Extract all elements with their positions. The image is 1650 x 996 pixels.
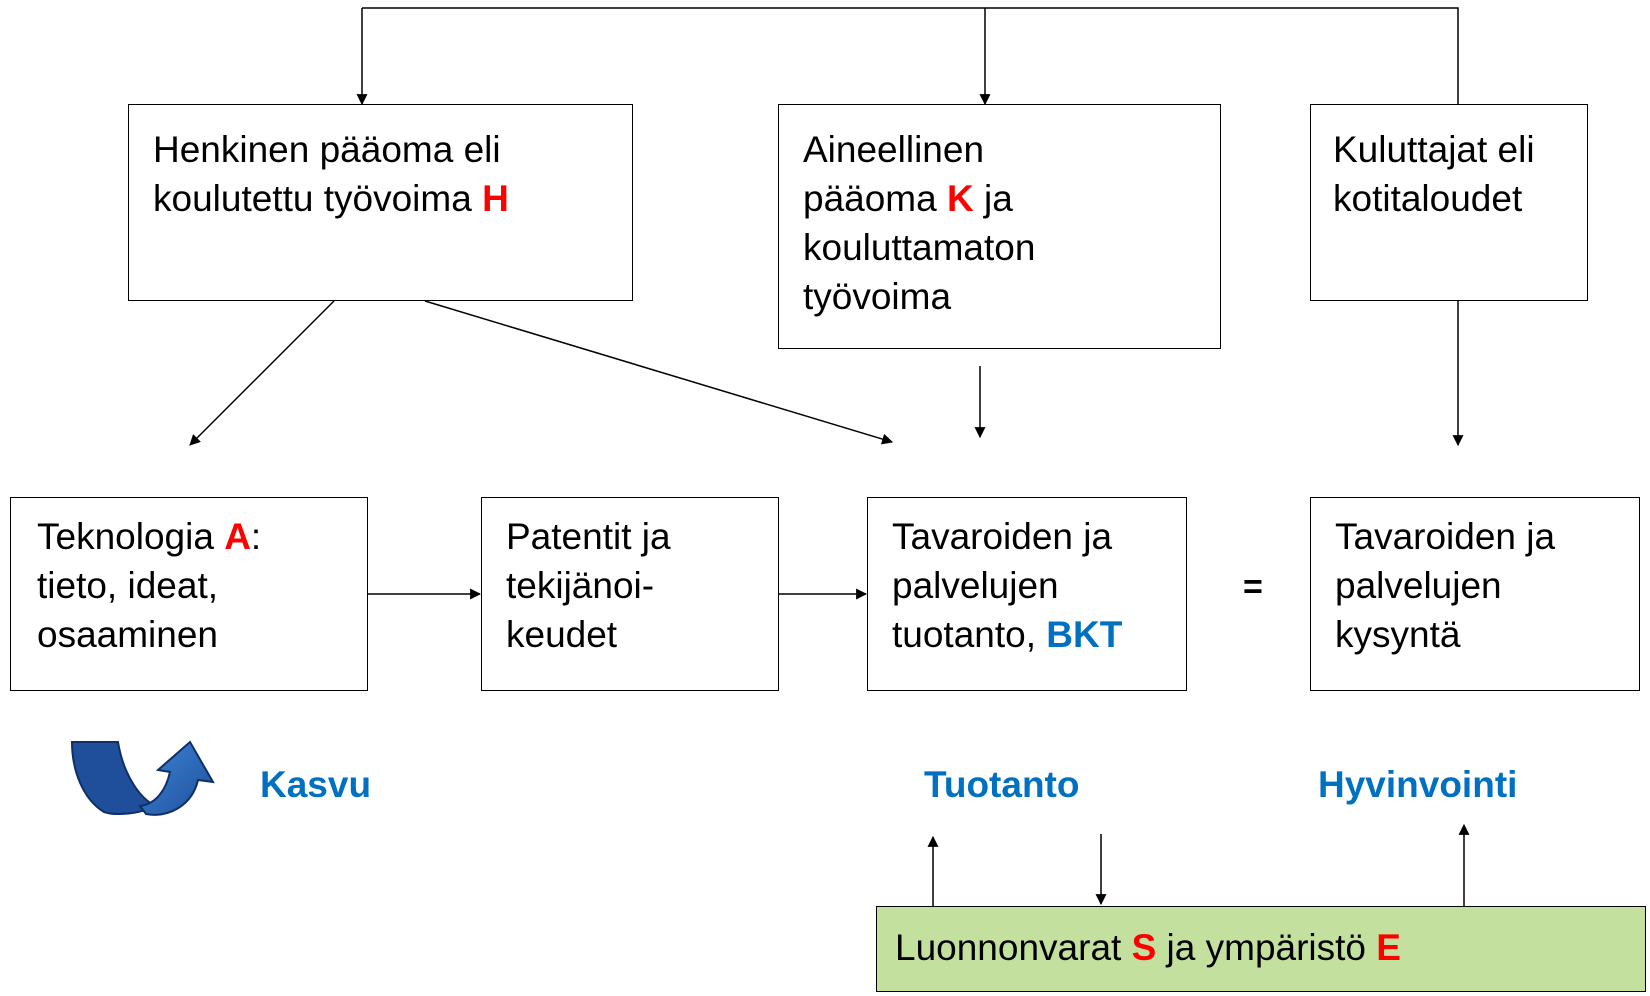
- patents-line2: tekijänoi-: [506, 565, 655, 606]
- technology-line3: osaaminen: [37, 614, 219, 655]
- technology-line2: tieto, ideat,: [37, 565, 219, 606]
- technology-variable: A: [224, 516, 251, 557]
- production-label: Tuotanto: [924, 764, 1080, 805]
- demand-line2: palvelujen: [1335, 565, 1502, 606]
- consumers-box: Kuluttajat eli kotitaloudet: [1310, 104, 1588, 301]
- human-capital-variable: H: [482, 178, 509, 219]
- human-capital-box: Henkinen pääoma eli koulutettu työvoima …: [128, 104, 633, 301]
- physical-capital-variable: K: [947, 178, 974, 219]
- demand-box: Tavaroiden ja palvelujen kysyntä: [1310, 497, 1640, 691]
- production-line3: tuotanto,: [892, 614, 1047, 655]
- patents-line1: Patentit ja: [506, 516, 671, 557]
- production-line1: Tavaroiden ja: [892, 516, 1113, 557]
- physical-capital-line3: kouluttamaton: [803, 227, 1036, 268]
- environment-text1: Luonnonvarat: [895, 927, 1132, 968]
- growth-label: Kasvu: [260, 764, 372, 805]
- demand-line3: kysyntä: [1335, 614, 1461, 655]
- human-capital-to-technology-arrow: [189, 300, 335, 446]
- environment-text2: ja ympäristö: [1156, 927, 1377, 968]
- human-capital-line2: koulutettu työvoima: [153, 178, 483, 219]
- equals-sign: =: [1243, 568, 1263, 606]
- technology-box: Teknologia A: tieto, ideat, osaaminen: [10, 497, 368, 691]
- environment-box: Luonnonvarat S ja ympäristö E: [876, 906, 1646, 992]
- top-bus-line: [362, 7, 1459, 104]
- growth-circular-arrow-icon: [70, 740, 215, 816]
- environment-variable-s: S: [1131, 927, 1157, 968]
- physical-capital-line1: Aineellinen: [803, 129, 985, 170]
- welfare-label: Hyvinvointi: [1318, 764, 1518, 805]
- technology-line1-post: :: [250, 516, 262, 557]
- patents-box: Patentit ja tekijänoi- keudet: [481, 497, 779, 691]
- consumers-line1: Kuluttajat eli: [1333, 129, 1535, 170]
- physical-capital-line2-post: ja: [973, 178, 1013, 219]
- demand-line1: Tavaroiden ja: [1335, 516, 1556, 557]
- patents-line3: keudet: [506, 614, 618, 655]
- technology-line1: Teknologia: [37, 516, 225, 557]
- physical-capital-box: Aineellinen pääoma K ja kouluttamaton ty…: [778, 104, 1221, 349]
- production-box: Tavaroiden ja palvelujen tuotanto, BKT: [867, 497, 1187, 691]
- physical-capital-line2: pääoma: [803, 178, 947, 219]
- consumers-line2: kotitaloudet: [1333, 178, 1523, 219]
- human-capital-to-production-arrow: [424, 300, 894, 445]
- environment-variable-e: E: [1376, 927, 1401, 968]
- physical-capital-line4: työvoima: [803, 276, 952, 317]
- human-capital-line1: Henkinen pääoma eli: [153, 129, 501, 170]
- production-line2: palvelujen: [892, 565, 1059, 606]
- production-variable: BKT: [1046, 614, 1123, 655]
